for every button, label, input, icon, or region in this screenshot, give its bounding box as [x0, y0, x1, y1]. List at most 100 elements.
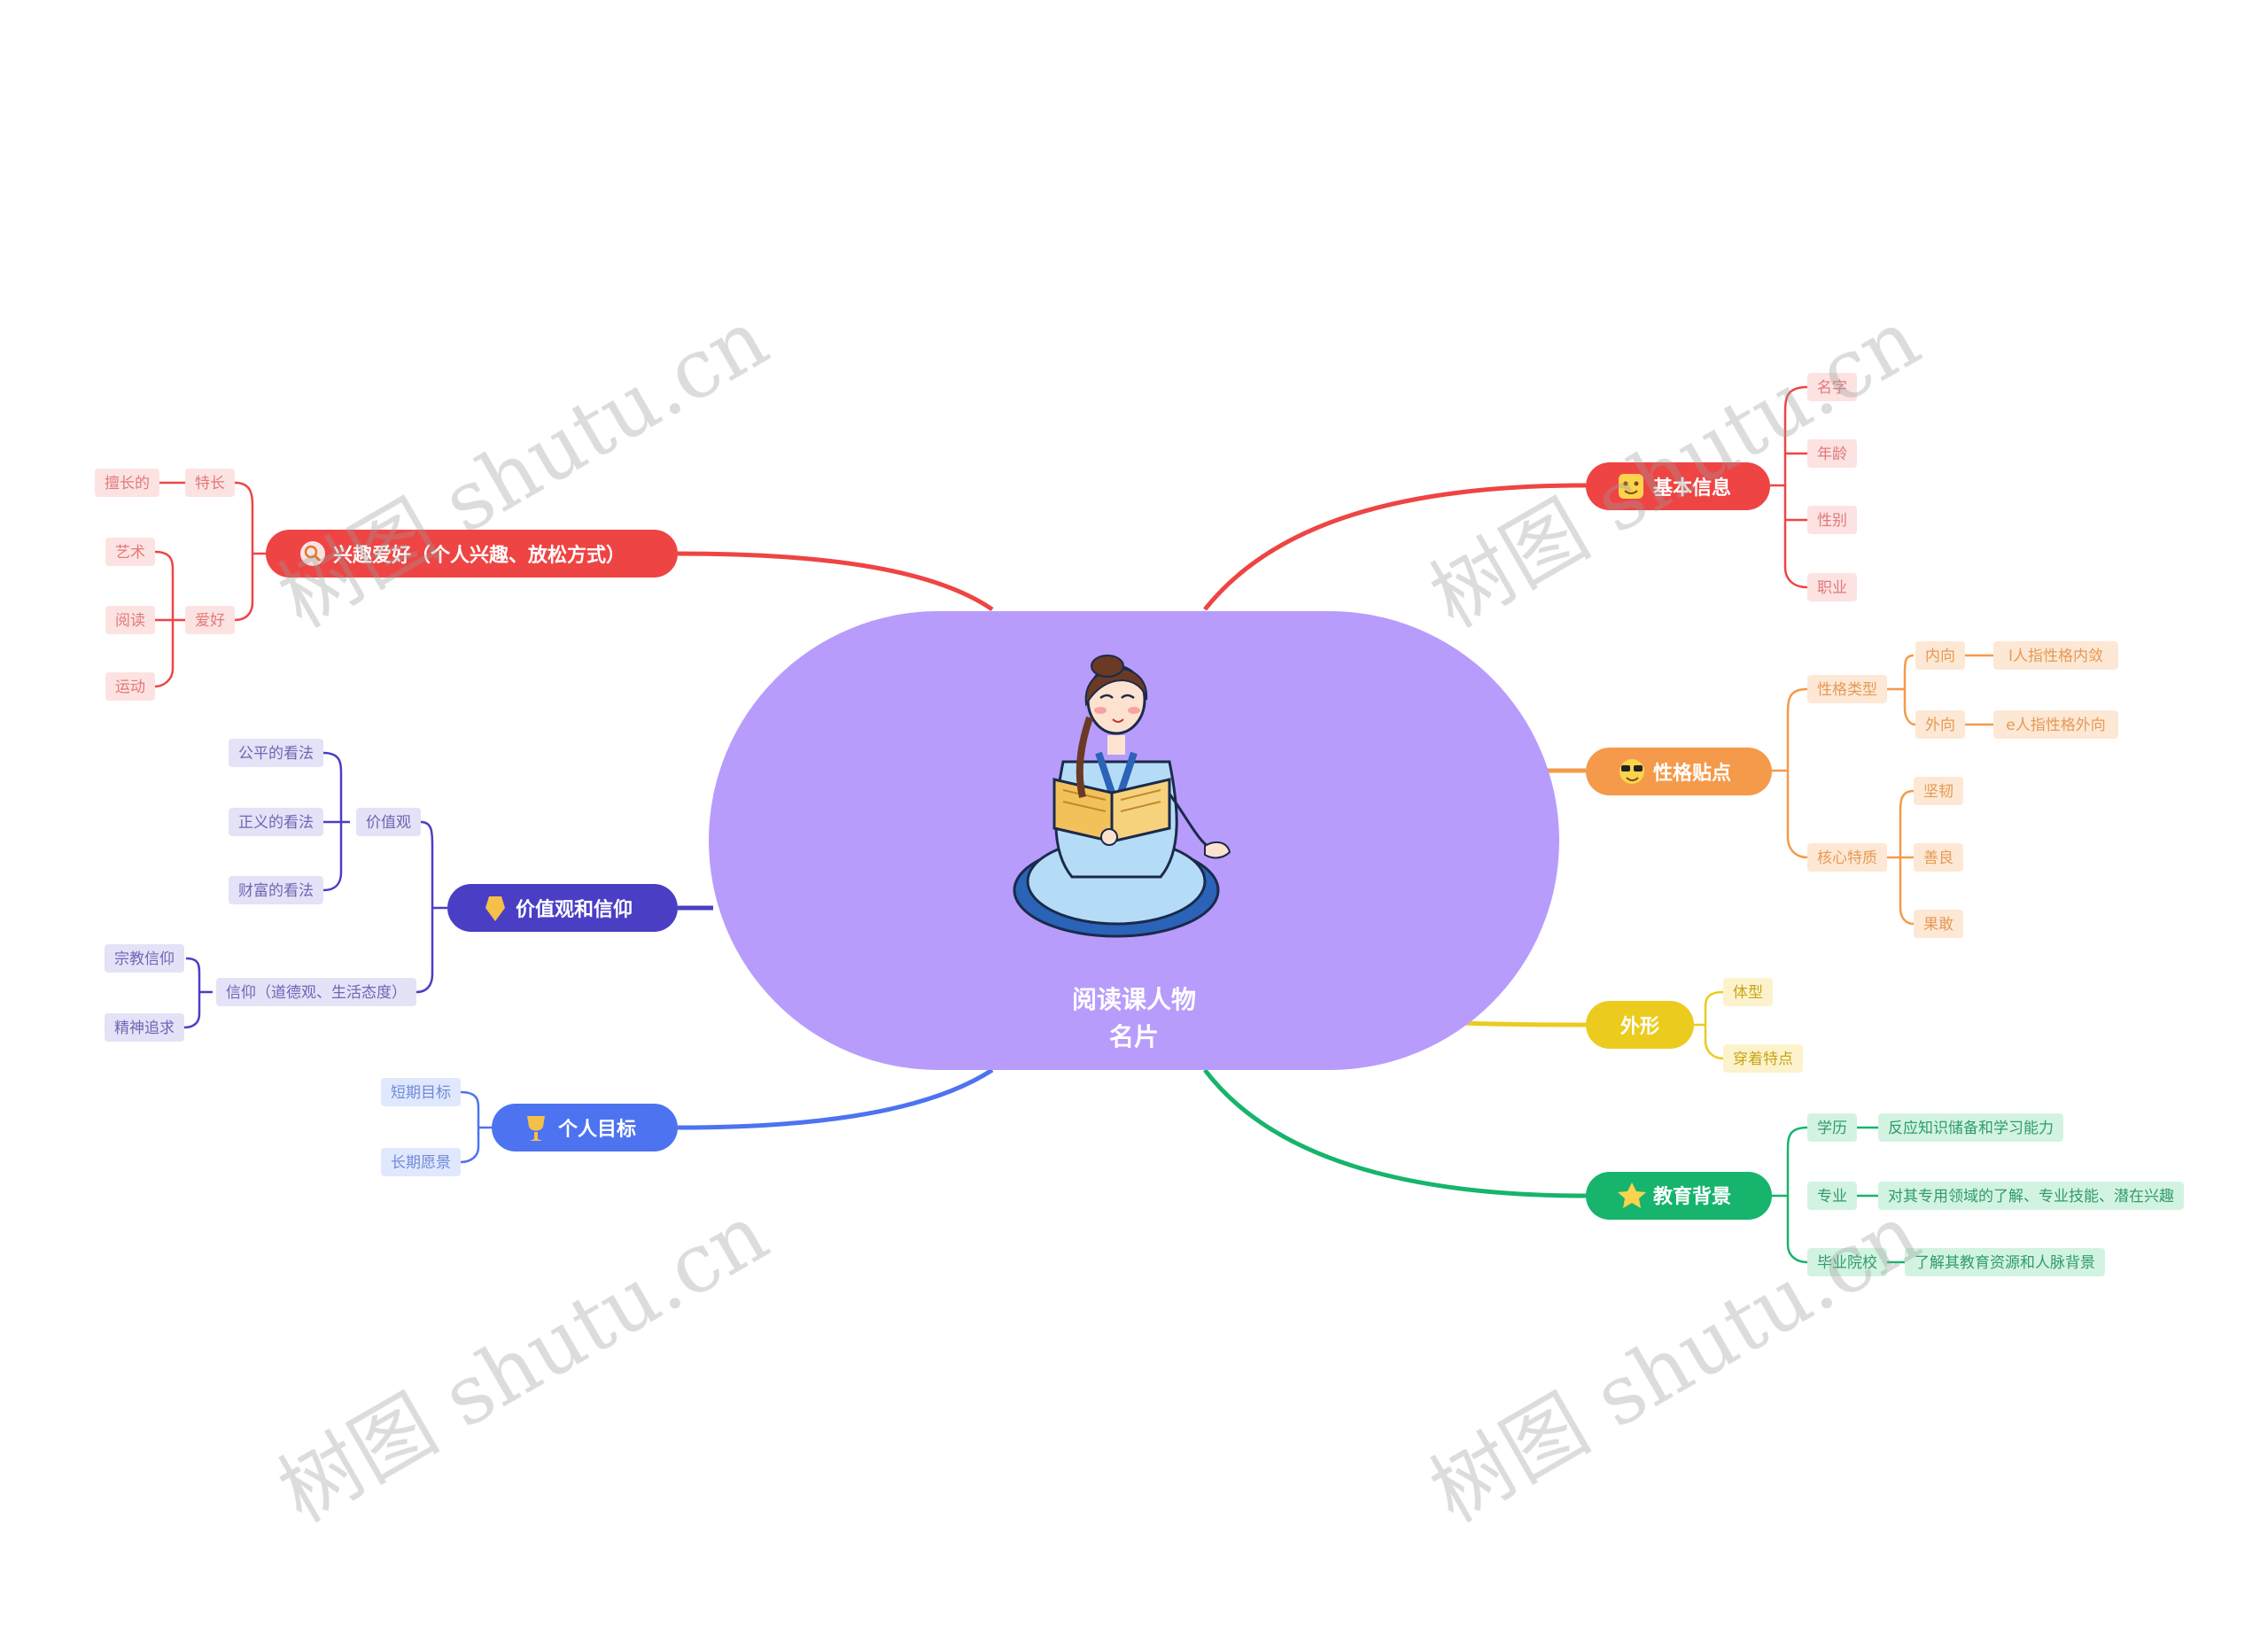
- hobby-leaf-1-2[interactable]: 运动: [105, 672, 155, 701]
- branch-goals[interactable]: 个人目标: [492, 1104, 678, 1151]
- personality-note-1[interactable]: e人指性格外向: [1993, 710, 2118, 739]
- personality-group-0-label: 性格类型: [1817, 681, 1877, 699]
- values-group-0[interactable]: 价值观: [356, 808, 421, 836]
- basic-leaf-1-shape: [1807, 439, 1857, 468]
- values-leaf-0-2[interactable]: 财富的看法: [229, 876, 323, 904]
- personality-trait-1-label: 善良: [1923, 849, 1953, 867]
- education-leaf-2-label: 毕业院校: [1817, 1254, 1877, 1272]
- hobby-leaf-0-0-label: 擅长的: [105, 475, 150, 492]
- personality-type-0[interactable]: 内向: [1915, 641, 1965, 670]
- hobby-leaf-1-1-label: 阅读: [115, 612, 145, 630]
- badge-icon: [485, 896, 505, 921]
- basic-leaf-0[interactable]: 名字: [1807, 373, 1857, 401]
- branch-hobby-shape: [266, 530, 678, 578]
- goals-leaf-1-shape: [381, 1148, 461, 1176]
- hobby-leaf-0-0[interactable]: 擅长的: [95, 469, 159, 497]
- personality-group-0[interactable]: 性格类型: [1807, 675, 1887, 703]
- appearance-leaf-0-shape: [1723, 978, 1773, 1006]
- personality-note-1-shape: [1993, 710, 2118, 739]
- branch-education[interactable]: 教育背景: [1586, 1172, 1772, 1220]
- basic-leaf-3[interactable]: 职业: [1807, 573, 1857, 601]
- personality-type-0-label: 内向: [1925, 647, 1955, 665]
- connector-hobby: [677, 551, 994, 612]
- appearance-leaf-1[interactable]: 穿着特点: [1723, 1044, 1803, 1073]
- personality-group-1[interactable]: 核心特质: [1807, 843, 1887, 872]
- basic-leaf-2-shape: [1807, 506, 1857, 534]
- branch-basic-label: 基本信息: [1653, 477, 1731, 500]
- hobby-leaf-1-0-label: 艺术: [115, 544, 145, 562]
- education-leaf-0[interactable]: 学历: [1807, 1113, 1857, 1142]
- personality-trait-0[interactable]: 坚韧: [1914, 777, 1963, 805]
- education-leaf-1-shape: [1807, 1182, 1857, 1210]
- personality-type-0-shape: [1915, 641, 1965, 670]
- education-note-0-label: 反应知识储备和学习能力: [1888, 1120, 2054, 1137]
- education-note-1-label: 对其专用领域的了解、专业技能、潜在兴趣: [1888, 1188, 2174, 1206]
- values-leaf-1-1[interactable]: 精神追求: [105, 1013, 184, 1042]
- values-leaf-1-1-label: 精神追求: [114, 1020, 175, 1037]
- appearance-leaf-1-shape: [1723, 1044, 1803, 1073]
- personality-trait-0-shape: [1914, 777, 1963, 805]
- personality-trait-0-label: 坚韧: [1923, 783, 1953, 801]
- basic-leaf-2-label: 性别: [1817, 512, 1847, 530]
- education-note-2[interactable]: 了解其教育资源和人脉背景: [1905, 1248, 2105, 1276]
- hobby-leaf-1-0[interactable]: 艺术: [105, 538, 155, 566]
- hobby-group-0[interactable]: 特长: [185, 469, 235, 497]
- basic-leaf-2[interactable]: 性别: [1807, 506, 1857, 534]
- values-group-0-label: 价值观: [366, 814, 411, 832]
- education-leaf-0-label: 学历: [1817, 1120, 1847, 1137]
- personality-trait-1[interactable]: 善良: [1914, 843, 1963, 872]
- education-leaf-2[interactable]: 毕业院校: [1807, 1248, 1887, 1276]
- personality-type-1[interactable]: 外向: [1915, 710, 1965, 739]
- goals-leaf-1[interactable]: 长期愿景: [381, 1148, 461, 1176]
- values-group-0-shape: [356, 808, 421, 836]
- personality-note-0[interactable]: I人指性格内敛: [1993, 641, 2118, 670]
- sub-connectors: [154, 385, 1993, 1264]
- hobby-group-1-label: 爱好: [195, 612, 225, 630]
- personality-trait-2-shape: [1914, 910, 1963, 938]
- branch-values[interactable]: 价值观和信仰: [447, 884, 678, 932]
- values-leaf-1-1-shape: [105, 1013, 184, 1042]
- appearance-leaf-1-label: 穿着特点: [1733, 1051, 1793, 1068]
- personality-trait-2[interactable]: 果敢: [1914, 910, 1963, 938]
- values-leaf-0-1-label: 正义的看法: [238, 814, 314, 832]
- hobby-group-0-shape: [185, 469, 235, 497]
- education-note-0[interactable]: 反应知识储备和学习能力: [1878, 1113, 2063, 1142]
- appearance-leaf-0[interactable]: 体型: [1723, 978, 1773, 1006]
- education-note-0-shape: [1878, 1113, 2063, 1142]
- branch-hobby[interactable]: 兴趣爱好（个人兴趣、放松方式）: [266, 530, 678, 578]
- hobby-leaf-1-1-shape: [105, 606, 155, 634]
- trophy-icon: [527, 1116, 545, 1141]
- personality-group-1-label: 核心特质: [1817, 849, 1877, 867]
- branch-personality[interactable]: 性格贴点: [1586, 748, 1772, 795]
- hobby-leaf-1-0-shape: [105, 538, 155, 566]
- connector-goals: [677, 1067, 994, 1130]
- branch-values-shape: [447, 884, 678, 932]
- education-note-2-shape: [1905, 1248, 2105, 1276]
- values-group-1-shape: [216, 978, 416, 1006]
- hobby-group-1[interactable]: 爱好: [185, 606, 235, 634]
- values-leaf-1-0[interactable]: 宗教信仰: [105, 944, 184, 973]
- values-leaf-0-0[interactable]: 公平的看法: [229, 739, 323, 767]
- central-topic[interactable]: 阅读课人物 名片: [709, 611, 1559, 1070]
- personality-group-0-shape: [1807, 675, 1887, 703]
- goals-leaf-0[interactable]: 短期目标: [381, 1078, 461, 1106]
- basic-leaf-1[interactable]: 年龄: [1807, 439, 1857, 468]
- branch-appearance[interactable]: 外形: [1586, 1001, 1694, 1049]
- values-group-1-label: 信仰（道德观、生活态度）: [226, 984, 407, 1002]
- values-leaf-0-0-label: 公平的看法: [238, 745, 314, 763]
- hobby-leaf-1-2-shape: [105, 672, 155, 701]
- hobby-leaf-1-1[interactable]: 阅读: [105, 606, 155, 634]
- values-leaf-1-0-shape: [105, 944, 184, 973]
- star-icon: [1618, 1182, 1646, 1208]
- connector-basic: [1203, 483, 1587, 611]
- education-note-1[interactable]: 对其专用领域的了解、专业技能、潜在兴趣: [1878, 1182, 2184, 1210]
- education-leaf-1[interactable]: 专业: [1807, 1182, 1857, 1210]
- education-leaf-2-shape: [1807, 1248, 1887, 1276]
- values-leaf-0-0-shape: [229, 739, 323, 767]
- hobby-leaf-1-2-label: 运动: [115, 678, 145, 696]
- values-group-1[interactable]: 信仰（道德观、生活态度）: [216, 978, 416, 1006]
- values-leaf-0-1[interactable]: 正义的看法: [229, 808, 323, 836]
- basic-leaf-0-shape: [1807, 373, 1857, 401]
- branch-basic[interactable]: 基本信息: [1586, 462, 1770, 510]
